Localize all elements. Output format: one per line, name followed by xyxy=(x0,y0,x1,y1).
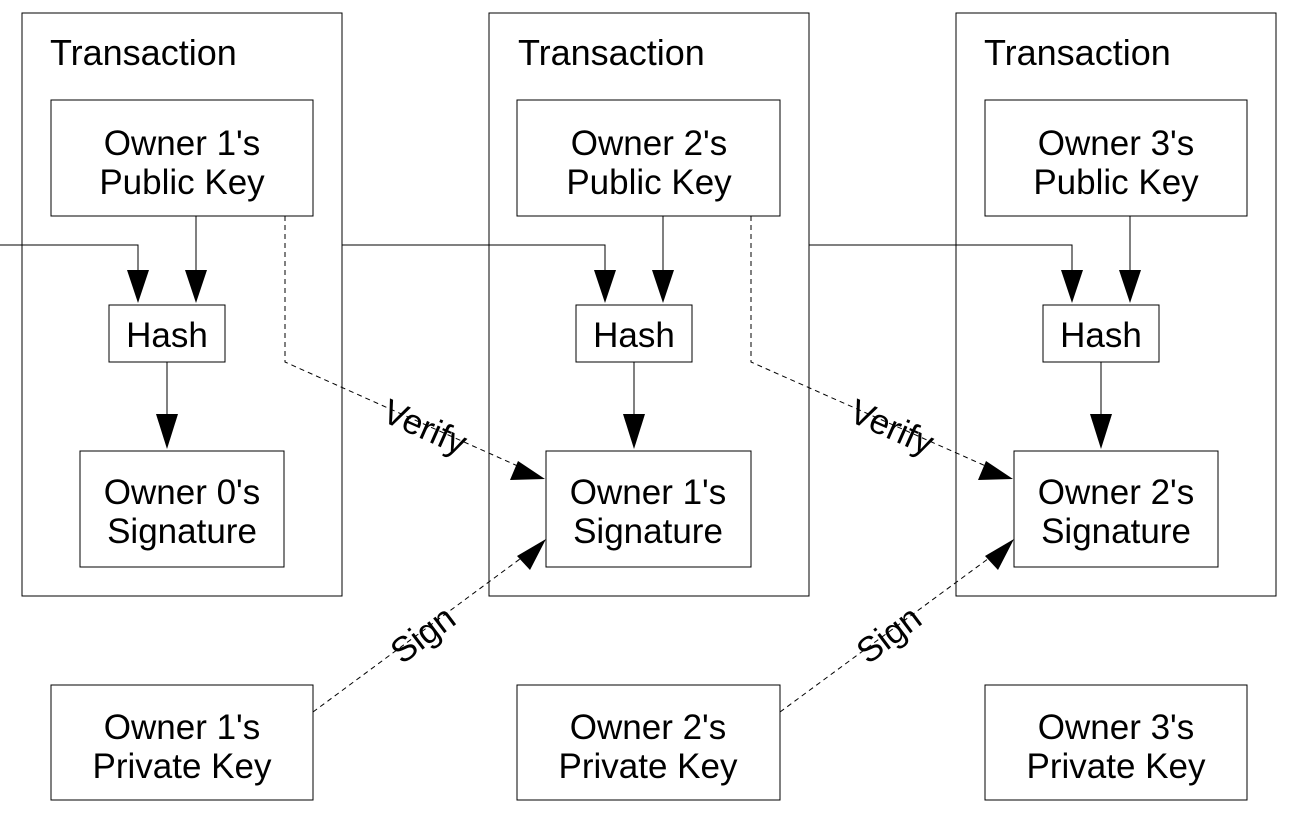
signature-owner: Owner 0's xyxy=(104,473,260,512)
sign-label: Sign xyxy=(849,598,928,671)
transaction-block-1: Transaction Owner 1's Public Key Hash Ow… xyxy=(0,12,343,597)
public-key-box: Owner 3's Public Key xyxy=(984,99,1248,217)
public-key-owner: Owner 2's xyxy=(571,124,727,163)
hash-box: Hash xyxy=(575,304,693,363)
verify-dashed-line xyxy=(750,216,989,468)
signature-label: Signature xyxy=(107,512,257,551)
public-key-owner: Owner 3's xyxy=(1038,124,1194,163)
chain-arrow-head xyxy=(1061,270,1083,303)
verify-label: Verify xyxy=(844,392,940,463)
transaction-block-2: Transaction Owner 2's Public Key Hash Ow… xyxy=(342,12,810,597)
sign-edge-1: Sign xyxy=(312,539,546,713)
verify-arrow-head xyxy=(978,461,1013,480)
private-key-box-2: Owner 2's Private Key xyxy=(516,684,781,801)
signature-label: Signature xyxy=(573,512,723,551)
private-key-owner: Owner 3's xyxy=(1038,708,1194,747)
sign-label: Sign xyxy=(383,598,462,671)
public-key-box: Owner 1's Public Key xyxy=(50,99,314,217)
hash-label: Hash xyxy=(593,316,675,355)
signature-box: Owner 0's Signature xyxy=(79,450,285,568)
signature-owner: Owner 1's xyxy=(570,473,726,512)
private-key-label: Private Key xyxy=(559,747,738,786)
hash-label: Hash xyxy=(1060,316,1142,355)
transaction-title: Transaction xyxy=(518,32,705,73)
hash-label: Hash xyxy=(126,316,208,355)
transaction-block-3: Transaction Owner 3's Public Key Hash Ow… xyxy=(809,12,1277,597)
sign-arrow-head xyxy=(517,539,546,570)
pubkey-to-hash-arrow-head xyxy=(185,270,207,303)
hash-box: Hash xyxy=(108,304,226,363)
hash-to-signature-arrow-head xyxy=(1090,414,1112,449)
hash-to-signature-arrow-head xyxy=(623,414,645,449)
private-key-owner: Owner 2's xyxy=(570,708,726,747)
chain-arrow-head xyxy=(127,270,149,303)
private-key-label: Private Key xyxy=(1027,747,1206,786)
verify-arrow-head xyxy=(510,461,545,480)
hash-to-signature-arrow-head xyxy=(156,414,178,449)
transaction-title: Transaction xyxy=(50,32,237,73)
chain-arrow xyxy=(809,244,1073,280)
public-key-label: Public Key xyxy=(1033,163,1199,202)
chain-arrow xyxy=(342,244,606,280)
verify-dashed-line xyxy=(284,216,521,468)
public-key-label: Public Key xyxy=(99,163,265,202)
signature-box: Owner 1's Signature xyxy=(545,450,752,568)
private-key-owner: Owner 1's xyxy=(104,708,260,747)
verify-label: Verify xyxy=(377,392,473,463)
public-key-label: Public Key xyxy=(566,163,732,202)
public-key-box: Owner 2's Public Key xyxy=(516,99,781,217)
hash-box: Hash xyxy=(1042,304,1160,363)
private-key-box-1: Owner 1's Private Key xyxy=(50,684,314,801)
transaction-title: Transaction xyxy=(984,32,1171,73)
chain-arrow-in xyxy=(0,244,139,280)
pubkey-to-hash-arrow-head xyxy=(652,270,674,303)
private-key-label: Private Key xyxy=(93,747,272,786)
signature-box: Owner 2's Signature xyxy=(1013,450,1219,568)
pubkey-to-hash-arrow-head xyxy=(1119,270,1141,303)
chain-arrow-head xyxy=(594,270,616,303)
sign-arrow-head xyxy=(985,539,1014,570)
public-key-owner: Owner 1's xyxy=(104,124,260,163)
signature-owner: Owner 2's xyxy=(1038,473,1194,512)
private-key-box-3: Owner 3's Private Key xyxy=(984,684,1248,801)
signature-label: Signature xyxy=(1041,512,1191,551)
